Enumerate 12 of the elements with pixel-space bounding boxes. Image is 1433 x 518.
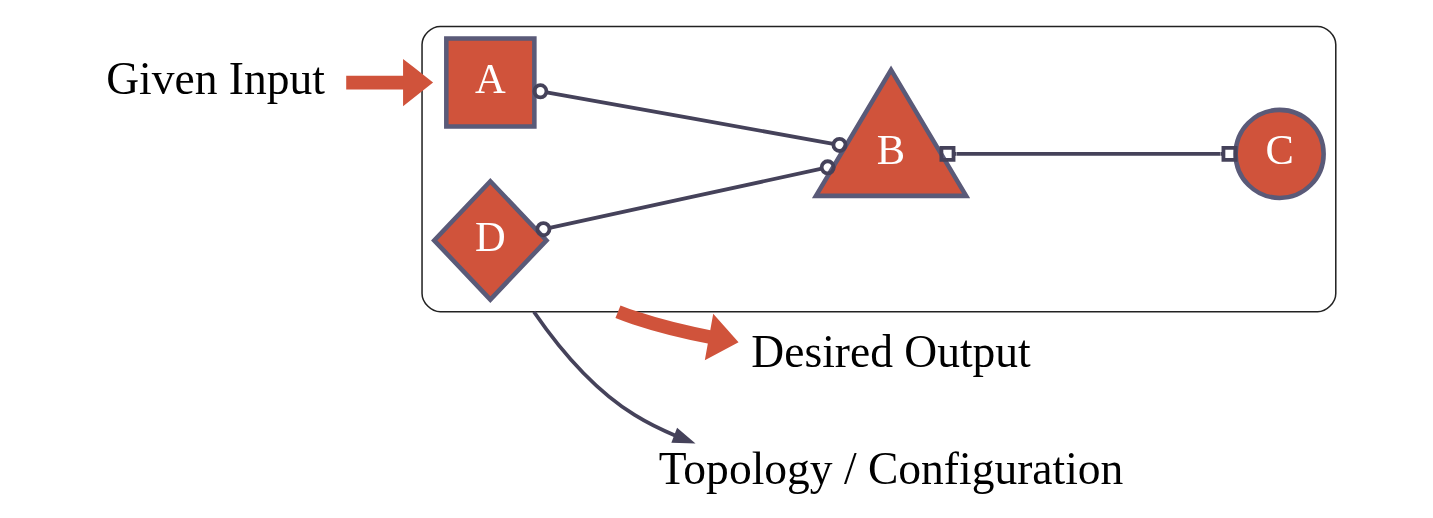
cluster [421, 25, 1337, 313]
connector [939, 145, 1238, 162]
arrow [615, 305, 739, 361]
arrow [532, 310, 696, 444]
node-box: A [444, 36, 537, 129]
arrow [346, 58, 434, 107]
node-text: Desired Output [751, 326, 1031, 378]
connector [532, 83, 848, 153]
node-text: Given Input [106, 52, 325, 104]
node-circle: C [1233, 107, 1326, 201]
node-text: Topology / Configuration [658, 443, 1124, 495]
connector [535, 159, 836, 238]
